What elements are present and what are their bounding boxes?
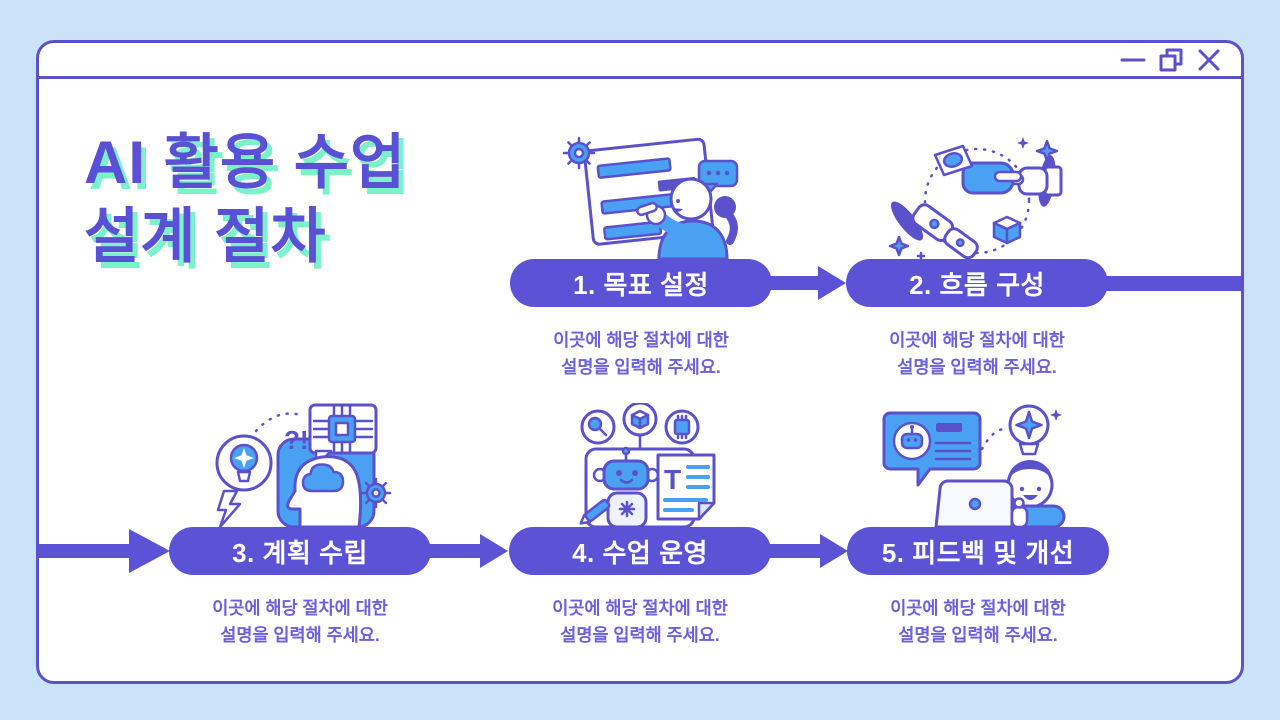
step-1-pill: 1. 목표 설정 — [510, 259, 772, 307]
step-1-label: 1. 목표 설정 — [573, 269, 709, 300]
step-2-label: 2. 흐름 구성 — [909, 269, 1045, 300]
close-icon[interactable] — [1197, 48, 1221, 72]
flow-bar-step2-to-edge — [1106, 276, 1242, 291]
chat-bubble-robot-icon — [882, 411, 982, 487]
laptop-icon — [934, 479, 1014, 527]
step-2-illustration — [877, 135, 1077, 259]
idea-bulb-icon — [215, 434, 273, 492]
step-4-pill: 4. 수업 운영 — [509, 527, 771, 575]
woman-figure — [636, 177, 738, 259]
brain-icon — [301, 463, 345, 493]
question-exclaim-text: ?! — [284, 425, 309, 455]
presentation-board-icon — [562, 136, 739, 259]
cube-icon — [992, 215, 1022, 245]
arrow-step3-to-step4 — [429, 534, 508, 568]
step-3-pill: 3. 계획 수립 — [169, 527, 431, 575]
gear-icon — [360, 477, 392, 509]
step-4-illustration: T — [540, 403, 740, 527]
step-5-pill: 5. 피드백 및 개선 — [847, 527, 1109, 575]
gear-icon — [562, 136, 596, 170]
restore-icon[interactable] — [1159, 48, 1184, 72]
feedback-person-icon — [882, 404, 1066, 527]
step-5-illustration — [878, 403, 1078, 527]
chip-speech-bubble-icon — [308, 403, 378, 468]
thumbs-up-hand — [1010, 497, 1029, 527]
step-3-illustration: ?! — [200, 403, 400, 527]
robot-lesson-icon: T — [579, 403, 716, 527]
step-5-label: 5. 피드백 및 개선 — [881, 537, 1075, 568]
brainstorm-head-icon: ?! — [215, 403, 392, 527]
robot-arms-icon — [888, 137, 1063, 259]
window-controls — [1120, 43, 1221, 76]
minimize-icon[interactable] — [1120, 56, 1146, 64]
step-1-illustration — [541, 135, 741, 259]
robot-icon — [579, 446, 660, 527]
arrow-edge-to-step3 — [39, 529, 170, 573]
pencil-icon — [579, 498, 611, 525]
lightning-icon — [216, 489, 242, 527]
document-icon: T — [656, 453, 716, 521]
window-titlebar — [39, 43, 1241, 79]
document-letter-text: T — [664, 464, 681, 495]
step-2-pill: 2. 흐름 구성 — [846, 259, 1108, 307]
sparkle-icons — [888, 137, 1059, 259]
step-4-label: 4. 수업 운영 — [572, 537, 708, 568]
lightbulb-icon — [1008, 404, 1062, 456]
arrow-step4-to-step5 — [769, 534, 848, 568]
step-3-label: 3. 계획 수립 — [232, 537, 368, 568]
arrow-step1-to-step2 — [770, 266, 846, 300]
